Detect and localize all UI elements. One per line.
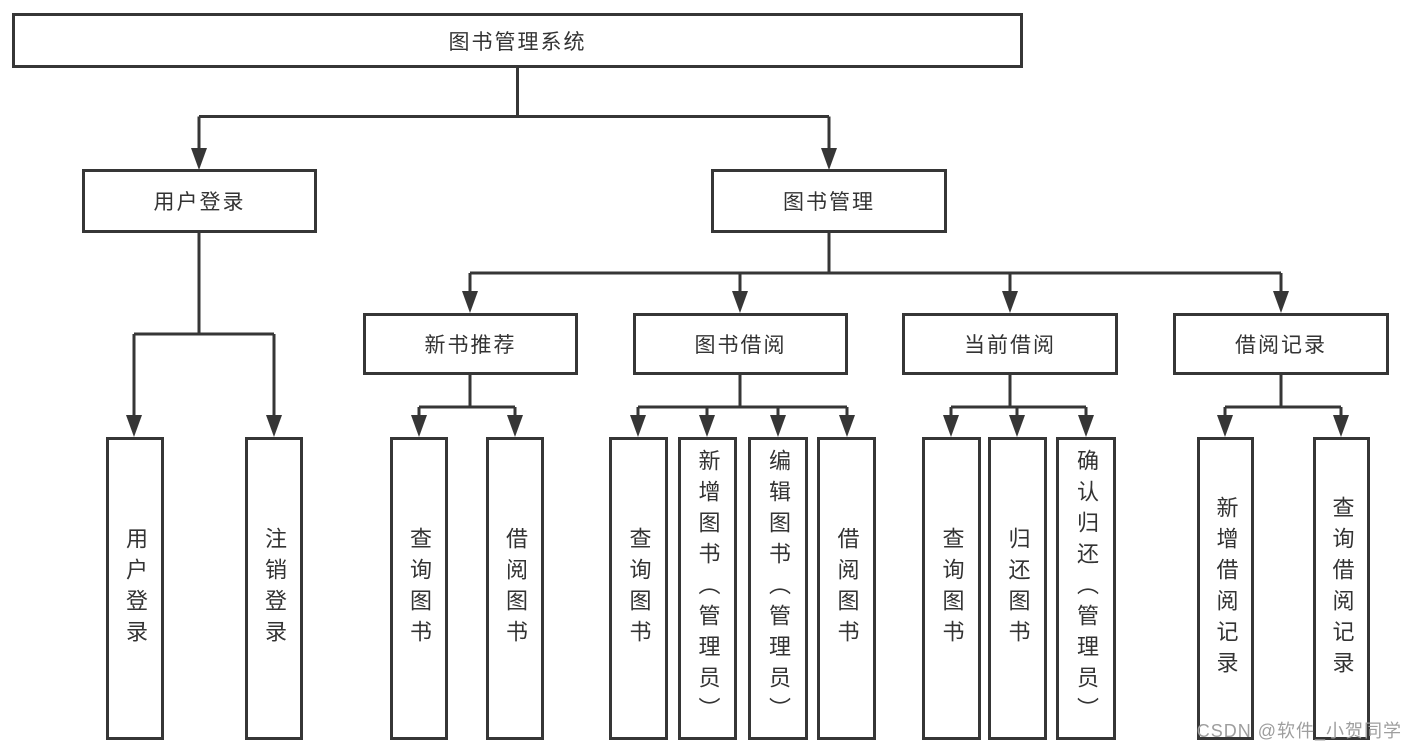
node-label: 新书推荐: [424, 334, 517, 357]
leaf-edit-books-admin: 编辑图书（管理员）: [748, 437, 808, 740]
node-label: 图书借阅: [694, 334, 787, 357]
leaf-query-borrow-record: 查询借阅记录: [1313, 437, 1370, 740]
node-new-book-recommend: 新书推荐: [363, 313, 578, 375]
node-label: 当前借阅: [964, 334, 1056, 357]
leaf-add-books-admin: 新增图书（管理员）: [678, 437, 737, 740]
node-current-borrowing: 当前借阅: [902, 313, 1118, 375]
leaf-query-books-current: 查询图书: [922, 437, 981, 740]
node-label: 图书管理: [783, 191, 875, 214]
leaf-label: 用户登录: [123, 526, 148, 651]
leaf-borrow-books-recommend: 借阅图书: [486, 437, 544, 740]
leaf-label: 借阅图书: [503, 526, 528, 651]
leaf-borrow-books: 借阅图书: [817, 437, 876, 740]
arrowhead-icons: [126, 148, 1349, 437]
leaf-add-borrow-record: 新增借阅记录: [1197, 437, 1254, 740]
leaf-label: 查询图书: [626, 526, 652, 651]
node-root-library-system: 图书管理系统: [12, 13, 1023, 68]
leaf-label: 编辑图书（管理员）: [766, 449, 791, 728]
leaf-label: 注销登录: [262, 526, 287, 651]
node-book-borrowing: 图书借阅: [633, 313, 848, 375]
node-user-login-module: 用户登录: [82, 169, 317, 233]
node-root-label: 图书管理系统: [448, 30, 587, 54]
node-label: 借阅记录: [1235, 334, 1327, 357]
leaf-label: 新增借阅记录: [1213, 495, 1239, 682]
watermark: CSDN @软件_小贺同学: [1196, 721, 1402, 741]
leaf-label: 查询借阅记录: [1329, 495, 1355, 682]
leaf-logout: 注销登录: [245, 437, 303, 740]
leaf-return-books: 归还图书: [988, 437, 1047, 740]
leaf-label: 查询图书: [407, 526, 432, 651]
node-book-management-module: 图书管理: [711, 169, 947, 233]
leaf-label: 归还图书: [1005, 526, 1031, 651]
leaf-label: 新增图书（管理员）: [695, 449, 721, 728]
leaf-confirm-return-admin: 确认归还（管理员）: [1056, 437, 1116, 740]
leaf-user-login: 用户登录: [106, 437, 164, 740]
leaf-label: 借阅图书: [834, 526, 860, 651]
leaf-label: 查询图书: [939, 526, 965, 651]
node-label: 用户登录: [153, 191, 246, 214]
leaf-label: 确认归还（管理员）: [1074, 449, 1099, 728]
leaf-query-books-recommend: 查询图书: [390, 437, 448, 740]
node-borrowing-records: 借阅记录: [1173, 313, 1389, 375]
leaf-query-books-borrow: 查询图书: [609, 437, 668, 740]
